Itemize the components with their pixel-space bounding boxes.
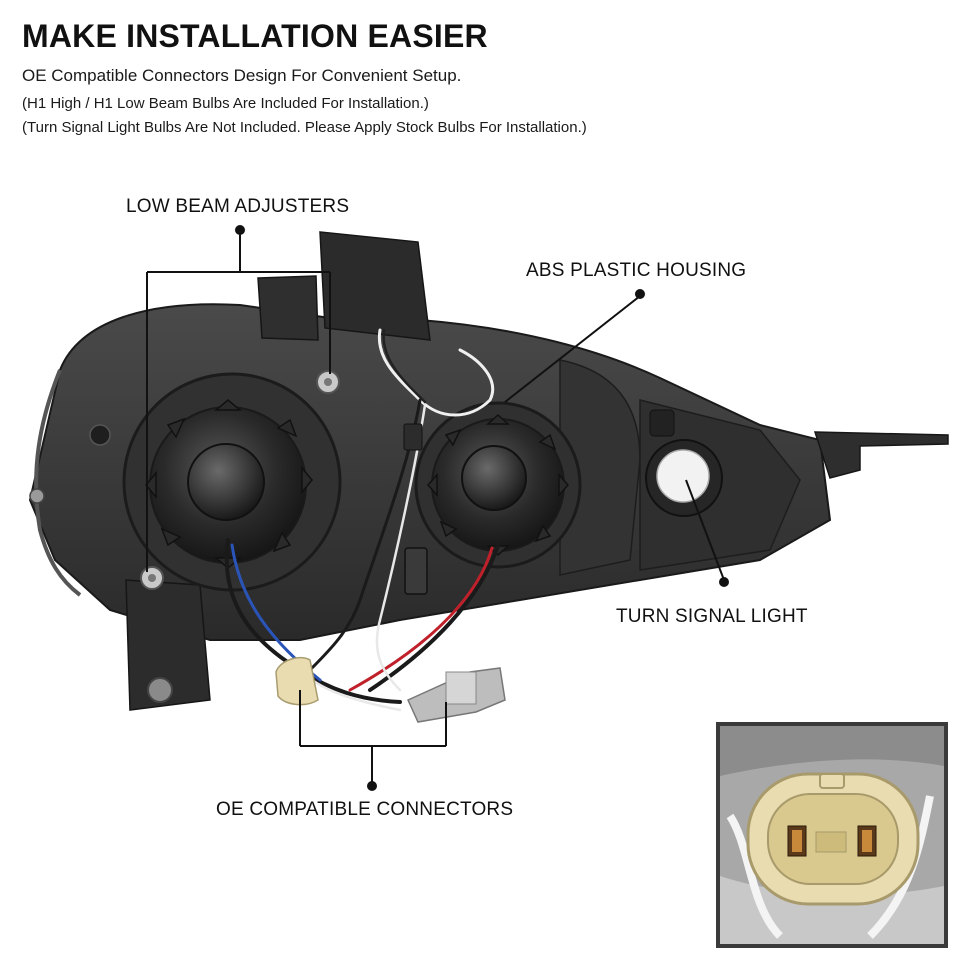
subtitle-line-1: OE Compatible Connectors Design For Conv…	[22, 66, 462, 85]
inline-clip	[404, 547, 428, 595]
page-title: MAKE INSTALLATION EASIER	[22, 18, 488, 54]
callout-abs-plastic-housing: ABS PLASTIC HOUSING	[526, 260, 747, 281]
connector-closeup-image	[720, 726, 944, 944]
subtitle-line-2: (H1 High / H1 Low Beam Bulbs Are Include…	[22, 95, 429, 112]
low-beam-bulb	[122, 372, 342, 592]
high-beam-bulb	[414, 401, 582, 569]
callout-lines	[146, 232, 725, 784]
callout-turn-signal-light: TURN SIGNAL LIGHT	[616, 606, 808, 627]
turn-signal-socket	[645, 409, 723, 517]
oe-connector-socket	[275, 656, 319, 706]
oe-connector-plug	[407, 667, 506, 723]
subtitle-line-3: (Turn Signal Light Bulbs Are Not Include…	[22, 119, 587, 136]
callout-oe-compatible-connectors: OE COMPATIBLE CONNECTORS	[216, 799, 514, 820]
callout-dots	[235, 225, 729, 791]
wire-clip	[403, 423, 423, 451]
wiring-harness	[224, 328, 500, 712]
connector-closeup-inset	[716, 722, 948, 948]
adjuster-screws	[140, 370, 340, 590]
callout-low-beam-adjusters: LOW BEAM ADJUSTERS	[126, 196, 350, 217]
